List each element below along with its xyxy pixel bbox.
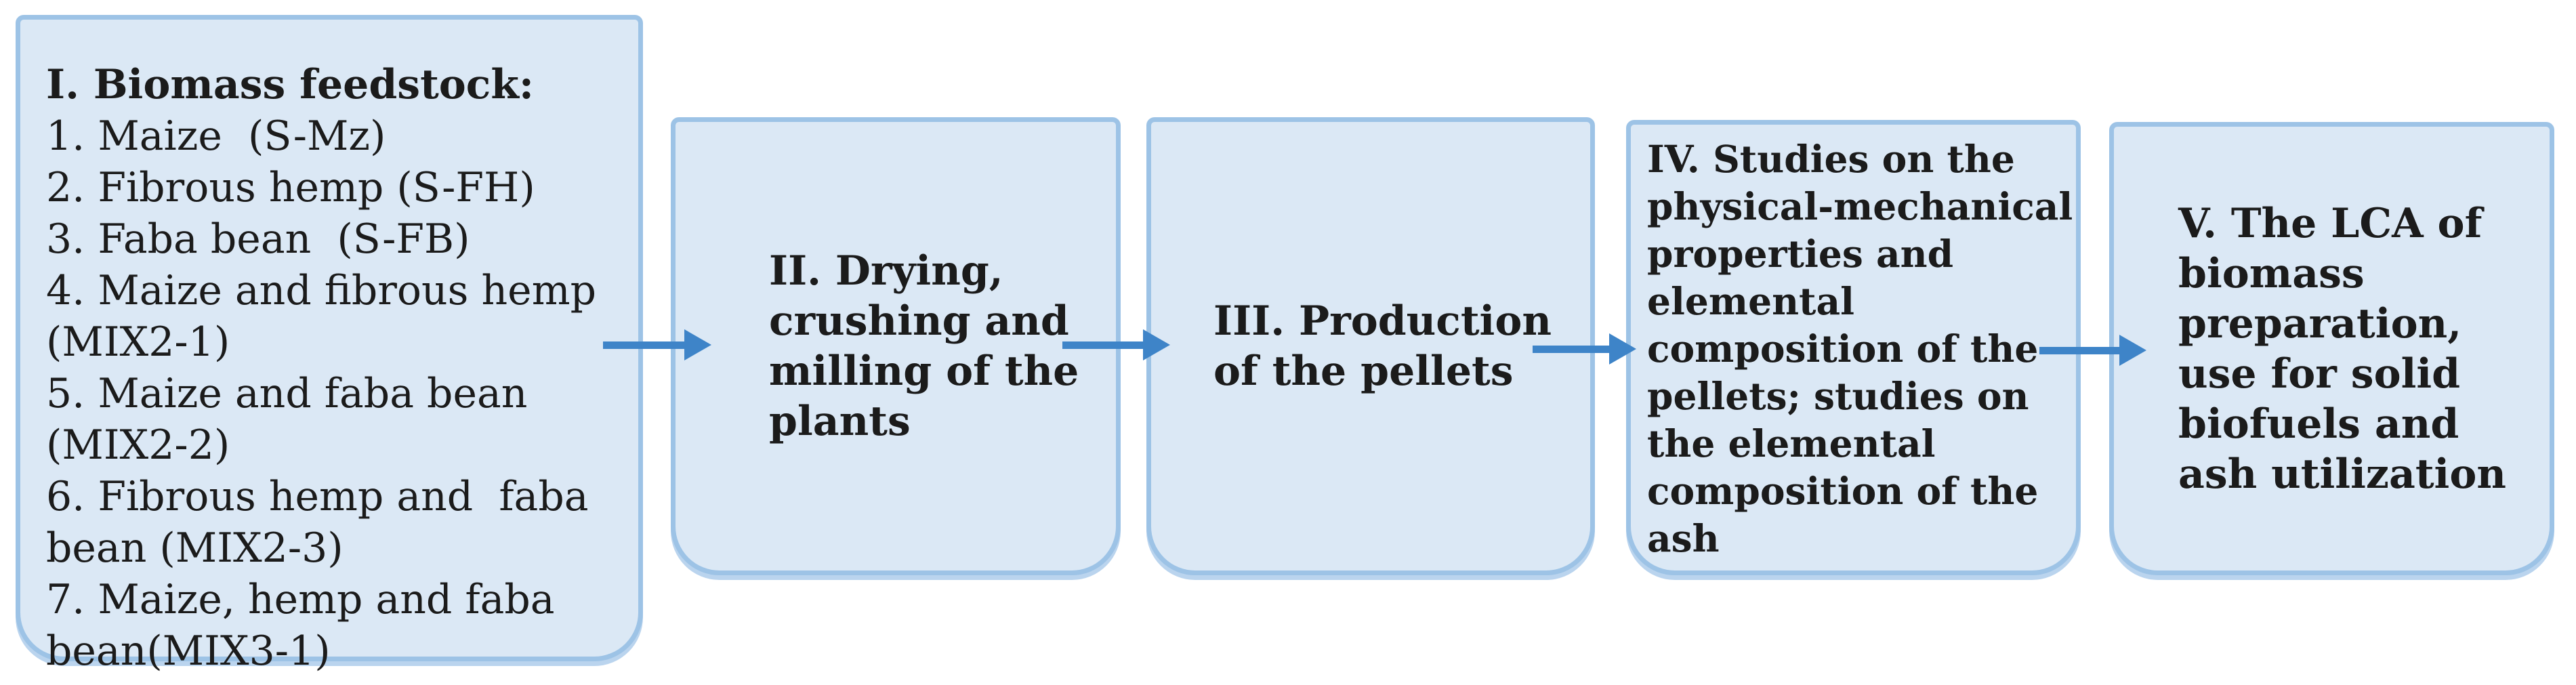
box-line: composition of the	[1647, 469, 2039, 513]
box-line: biofuels and	[2178, 400, 2459, 448]
box-line: 4. Maize and fibrous hemp	[46, 267, 596, 314]
box-line: ash utilization	[2178, 450, 2506, 498]
box-line: V. The LCA of	[2178, 199, 2482, 247]
box-line: of the pellets	[1213, 348, 1514, 395]
arrow-shaft	[1533, 345, 1612, 353]
box-line: plants	[769, 398, 911, 445]
flow-box-biomass-feedstock: I. Biomass feedstock: 1. Maize (S-Mz) 2.…	[16, 15, 643, 675]
box-line: use for solid	[2178, 350, 2461, 398]
box-line: ash	[1647, 516, 1720, 560]
arrow-head-icon	[1609, 333, 1636, 365]
flow-box-lca: V. The LCA of biomass preparation, use f…	[2109, 122, 2554, 575]
arrow-shaft	[603, 341, 687, 349]
box-title: I. Biomass feedstock:	[46, 61, 535, 108]
arrow-head-icon	[2119, 335, 2146, 366]
flow-arrow-4-to-5	[2039, 335, 2146, 366]
box-line: pellets; studies on	[1647, 374, 2029, 418]
flow-box-pellet-ash-studies: IV. Studies on the physical-mechanical p…	[1626, 120, 2081, 575]
box-line: properties and	[1647, 232, 1954, 276]
box-line: elemental	[1647, 279, 1854, 323]
box-line: 1. Maize (S-Mz)	[46, 112, 386, 160]
arrow-shaft	[1062, 341, 1146, 349]
flow-box-pellet-production: III. Production of the pellets	[1146, 117, 1595, 575]
box-line: composition of the	[1647, 327, 2039, 371]
box-line: IV. Studies on the	[1647, 137, 2015, 181]
box-line: the elemental	[1647, 421, 1936, 465]
box-line: physical-mechanical	[1647, 184, 2073, 228]
box-line: preparation,	[2178, 299, 2462, 348]
arrow-shaft	[2039, 346, 2122, 354]
box-line: 6. Fibrous hemp and faba	[46, 473, 589, 520]
flow-arrow-1-to-2	[603, 329, 711, 360]
box-line: II. Drying,	[769, 247, 1003, 295]
arrow-head-icon	[684, 329, 711, 360]
flow-box-drying-crushing-milling: II. Drying, crushing and milling of the …	[671, 117, 1121, 575]
box-line: III. Production	[1213, 297, 1552, 345]
box-line: 5. Maize and faba bean	[46, 370, 528, 417]
box-line: crushing and	[769, 297, 1069, 345]
box-line: bean(MIX3-1)	[46, 627, 331, 675]
box-line: (MIX2-1)	[46, 318, 230, 366]
box-line: bean (MIX2-3)	[46, 524, 344, 572]
box-line: 2. Fibrous hemp (S-FH)	[46, 164, 535, 211]
box-line: milling of the	[769, 348, 1079, 395]
box-line: 3. Faba bean (S-FB)	[46, 215, 470, 263]
box-line: (MIX2-2)	[46, 421, 230, 469]
box-line: biomass	[2178, 249, 2365, 297]
flow-arrow-2-to-3	[1062, 329, 1170, 360]
box-line: 7. Maize, hemp and faba	[46, 576, 555, 623]
arrow-head-icon	[1143, 329, 1170, 360]
flow-arrow-3-to-4	[1533, 333, 1636, 365]
